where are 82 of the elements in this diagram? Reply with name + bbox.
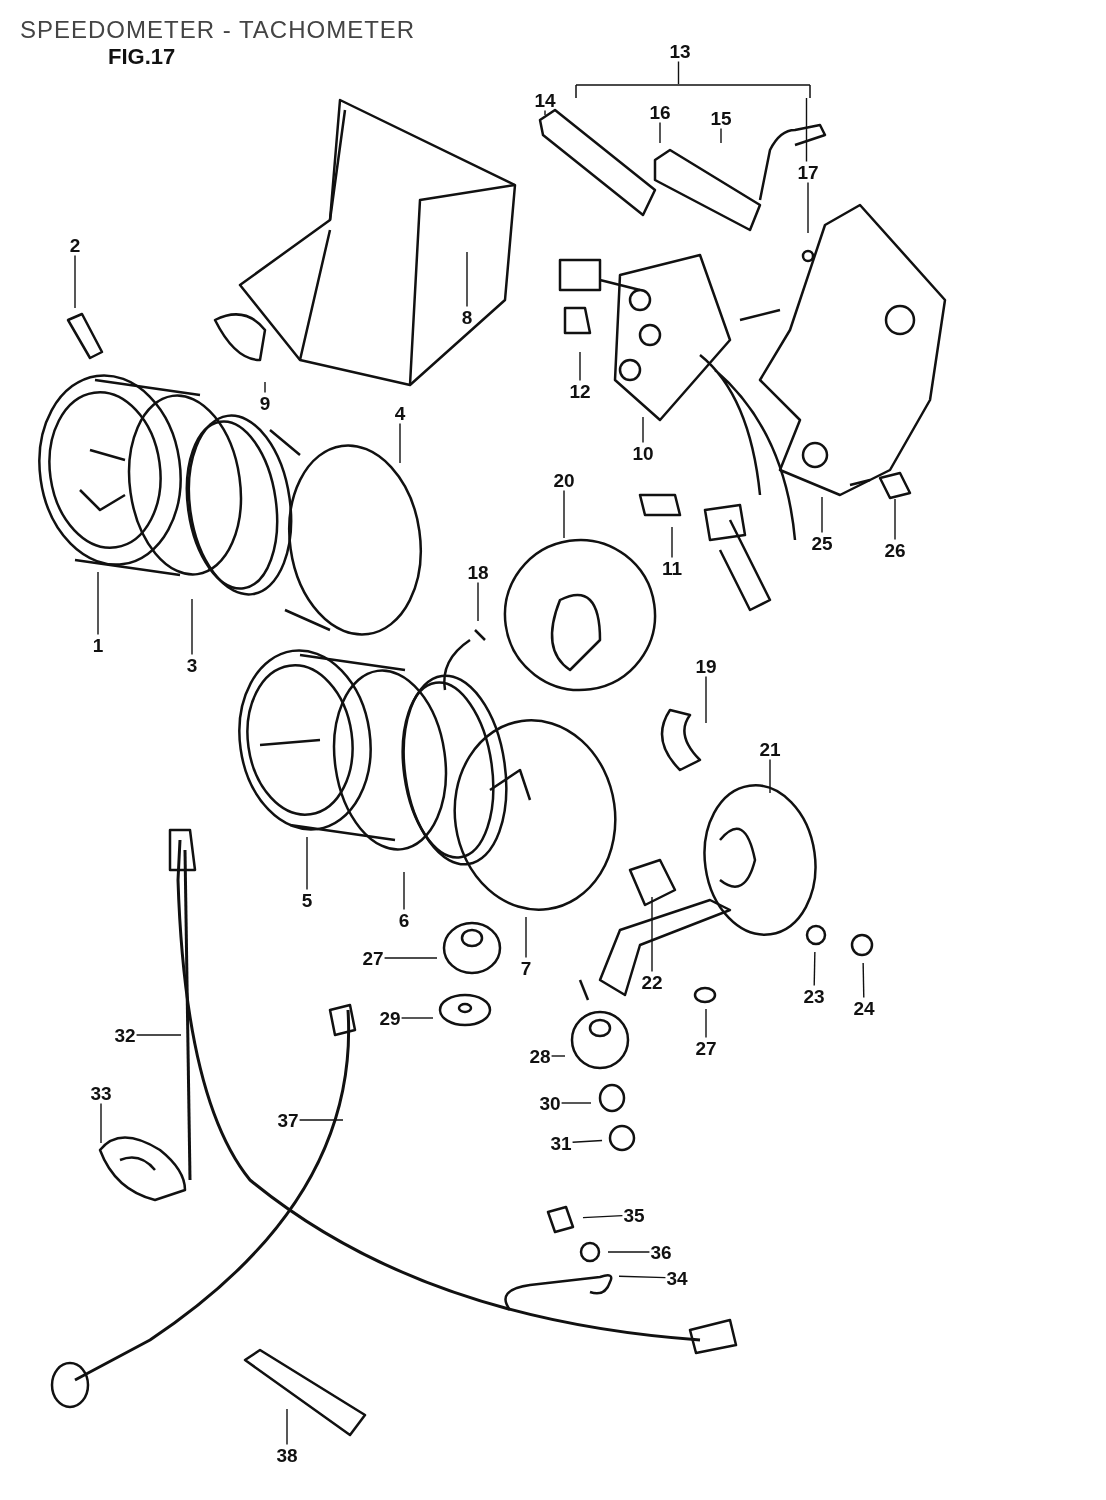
leader-line (582, 1214, 624, 1219)
callout-number: 36 (649, 1241, 673, 1263)
leader-line (264, 381, 266, 394)
leader-line (477, 581, 479, 622)
callout-number: 9 (258, 392, 272, 414)
leader-line (286, 1408, 288, 1446)
leader-line (813, 951, 816, 987)
leader-line (97, 571, 99, 636)
leader-line (306, 836, 308, 891)
callout-number: 26 (883, 539, 907, 561)
callout-number: 33 (89, 1082, 113, 1104)
leader-line (894, 498, 896, 541)
leader-line (135, 1034, 182, 1036)
callout-number: 10 (631, 442, 655, 464)
leader-line (769, 758, 771, 794)
callout-number: 13 (668, 40, 692, 62)
leader-line (544, 109, 546, 116)
callout-number: 34 (665, 1267, 689, 1289)
page-title: SPEEDOMETER - TACHOMETER (20, 16, 416, 44)
callout-number: 15 (709, 107, 733, 129)
leader-line (821, 496, 823, 534)
callout-number: 29 (378, 1007, 402, 1029)
callout-number: 37 (276, 1109, 300, 1131)
callout-number: 4 (393, 402, 407, 424)
leader-line (607, 1251, 651, 1253)
leader-line (191, 598, 193, 656)
callout-number: 27 (694, 1037, 718, 1059)
callout-number: 7 (519, 957, 533, 979)
callout-number: 8 (460, 306, 474, 328)
callout-number: 25 (810, 532, 834, 554)
leader-line (466, 251, 468, 308)
leader-line (862, 962, 865, 999)
group-bracket (575, 84, 811, 98)
callout-number: 2 (68, 234, 82, 256)
leader-line (705, 1008, 707, 1039)
callout-number: 28 (528, 1045, 552, 1067)
leader-line (563, 489, 565, 539)
callout-number: 1 (91, 634, 105, 656)
callout-number: 31 (549, 1132, 573, 1154)
leader-line (399, 422, 401, 464)
callout-number: 23 (802, 985, 826, 1007)
leader-line (525, 916, 527, 959)
leader-line (100, 1102, 102, 1144)
callout-number: 35 (622, 1204, 646, 1226)
leader-line (560, 1102, 592, 1104)
leader-line (550, 1055, 566, 1057)
leader-line (705, 675, 707, 724)
leader-line (579, 351, 581, 382)
callout-number: 19 (694, 655, 718, 677)
callout-number: 18 (466, 561, 490, 583)
leader-line (571, 1139, 603, 1143)
callout-number: 12 (568, 380, 592, 402)
callout-number: 6 (397, 909, 411, 931)
callout-number: 27 (361, 947, 385, 969)
leader-line (651, 896, 653, 973)
callout-number: 5 (300, 889, 314, 911)
leader-line (720, 127, 722, 144)
leader-line (403, 871, 405, 911)
callout-number: 21 (758, 738, 782, 760)
callout-number: 3 (185, 654, 199, 676)
callout-number: 32 (113, 1024, 137, 1046)
callout-number: 38 (275, 1444, 299, 1466)
leader-line (383, 957, 438, 959)
callout-number: 20 (552, 469, 576, 491)
leader-line (807, 181, 809, 234)
leader-line (298, 1119, 344, 1121)
callout-number: 30 (538, 1092, 562, 1114)
callout-number: 11 (660, 557, 684, 579)
leader-line (677, 60, 680, 85)
callout-number: 14 (533, 89, 557, 111)
leader-line (805, 97, 808, 163)
leader-line (400, 1017, 434, 1019)
callout-number: 22 (640, 971, 664, 993)
leader-line (74, 254, 76, 309)
callout-number: 17 (796, 161, 820, 183)
callout-number: 16 (648, 101, 672, 123)
leader-line (642, 416, 644, 444)
figure-number: FIG.17 (108, 44, 176, 70)
leader-line (618, 1275, 667, 1279)
leader-line (671, 526, 673, 559)
leader-line (659, 121, 661, 144)
callout-number: 24 (852, 997, 876, 1019)
